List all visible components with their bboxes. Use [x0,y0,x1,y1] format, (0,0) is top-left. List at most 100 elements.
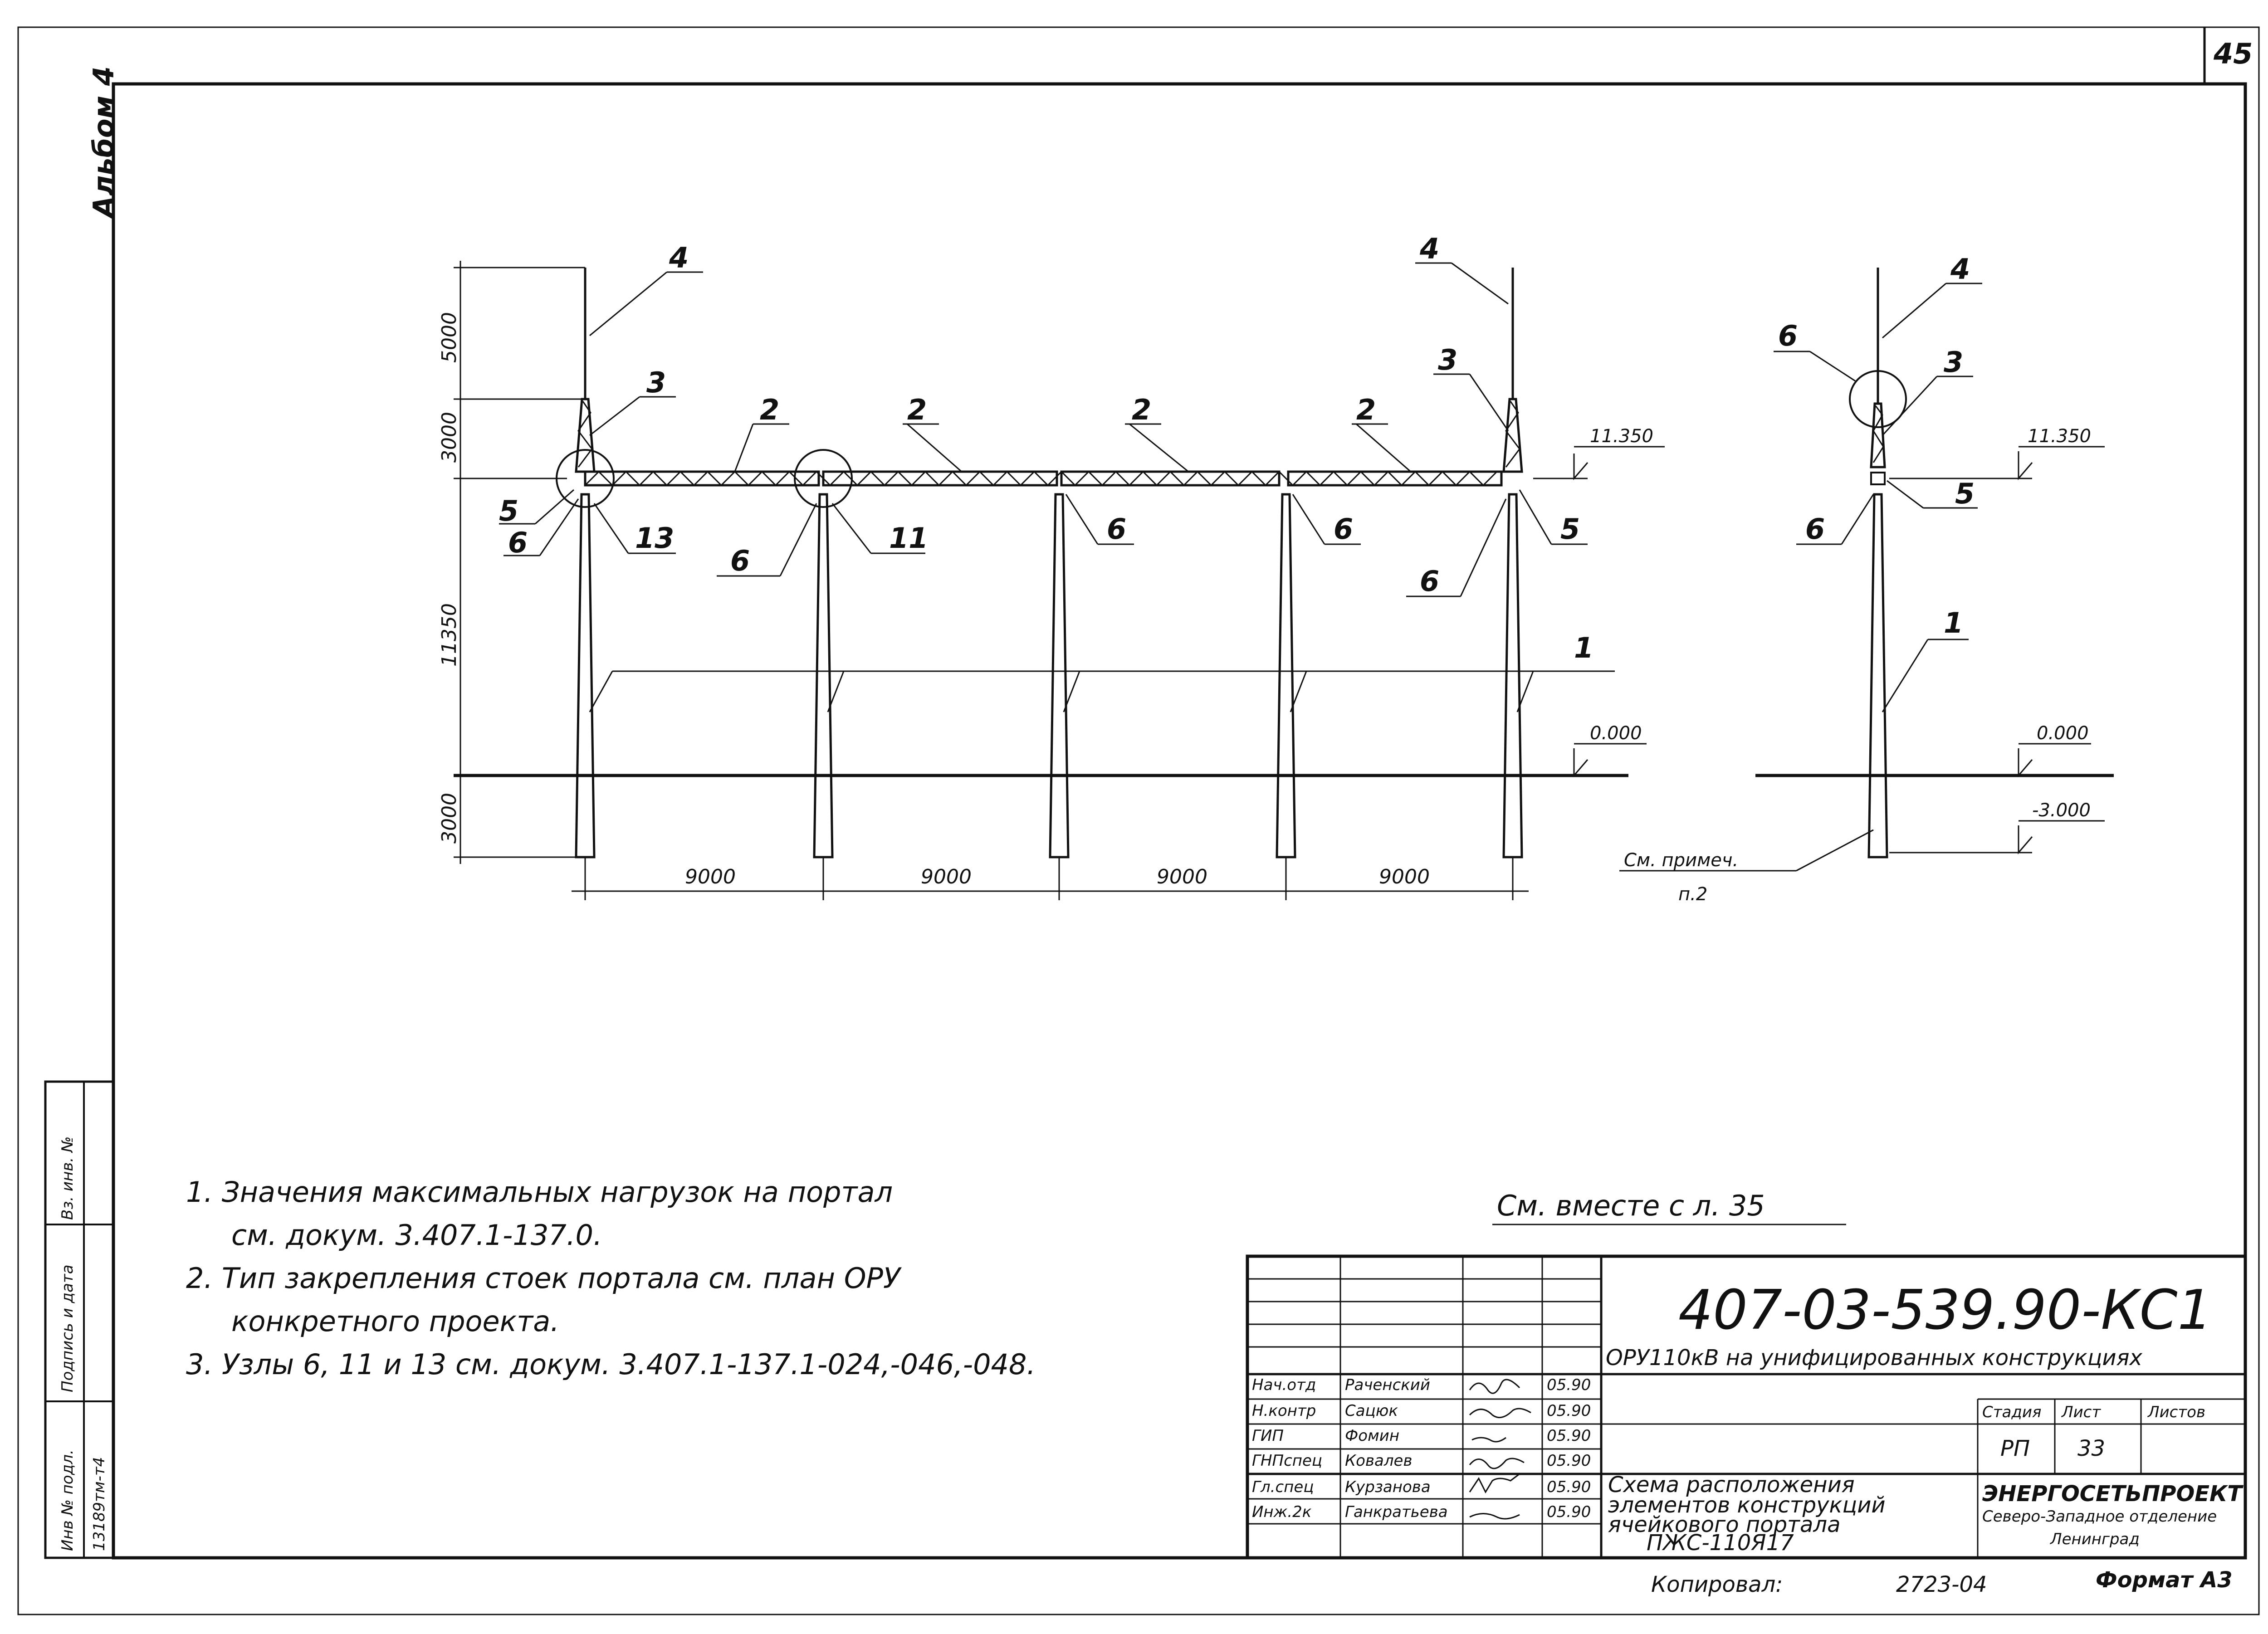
label-node-6-left: 6 [508,526,528,559]
see-also: См. вместе с л. 35 [1497,1189,1765,1222]
leader-11 [831,503,872,554]
stand-5 [1502,493,1523,858]
label-stand: 1 [1574,631,1593,664]
leader-1-b [827,671,845,712]
beam-1 [584,470,820,487]
stand-2 [813,493,834,858]
title-block: 407-03-539.90-КС1 ОРУ110кВ на унифициров… [1246,1254,2247,1560]
tb-sheets-header: Листов [2147,1403,2205,1421]
leader-6-c [1065,494,1099,545]
side-leader-5 [1887,480,1924,509]
trestles [575,398,1523,473]
leader-6-b [779,503,817,576]
leader-6-d [1292,494,1325,545]
outer-frame [17,26,2260,1615]
side-label-node-6-bottom: 6 [1805,512,1825,546]
cross-ref-leader [1796,829,1874,872]
tb-signer-name-6: Ганкратьева [1345,1503,1448,1521]
leader-1-c [1063,671,1080,712]
signature-2 [1469,1408,1531,1419]
label-node-11: 11 [889,522,928,555]
tb-signer-role-2: Н.контр [1252,1402,1316,1420]
order-number: 2723-04 [1896,1572,1987,1597]
tb-sheet: 33 [2077,1436,2105,1461]
label-node-13: 13 [635,522,674,555]
beams [584,470,1503,487]
leader-1-e [1516,671,1534,712]
note-line-5: 3. Узлы 6, 11 и 13 см. докум. 3.407.1-13… [186,1348,1036,1381]
label-node-6-e: 6 [1420,565,1439,598]
leader-4-left [589,271,667,337]
signature-1 [1469,1379,1520,1394]
leader-2b [907,423,962,473]
tb-signer-role-4: ГНПспец [1252,1452,1322,1470]
signature-5 [1469,1473,1520,1494]
leader-5-right [1519,489,1552,545]
side-stamp-col1-value: 13189тм-т4 [90,1457,108,1551]
trestle-left [575,398,596,473]
tb-signer-name-4: Ковалев [1345,1452,1413,1470]
side-stamp-col1: Инв № подл. [59,1449,77,1551]
side-trestle-lattice [1872,405,1884,463]
tb-signer-role-6: Инж.2к [1252,1503,1312,1521]
tb-stage-header: Стадия [1982,1403,2041,1421]
tb-signer-name-1: Раченский [1345,1376,1430,1394]
side-elev-top-label: 11.350 [2028,426,2091,447]
side-stamp: Инв № подл. 13189тм-т4 Подпись и дата Вз… [44,1080,115,1559]
tb-signer-date-3: 05.90 [1547,1427,1591,1445]
title-block-frame [1246,1254,2247,1560]
copied-by: Копировал: [1651,1572,1783,1597]
label-rod-right: 4 [1419,232,1439,265]
stand-3 [1049,493,1070,858]
label-trestle-left: 3 [646,366,666,399]
leader-2a [734,424,754,472]
label-beam-3: 2 [1132,393,1151,426]
beam-4 [1287,470,1503,487]
leader-13 [593,503,629,554]
side-elevation: 4 3 6 5 6 1 11.350 0.000 -3.000 См. прим… [1619,253,2114,905]
tb-signer-role-3: ГИП [1252,1427,1284,1445]
beam-lattice [584,470,1498,487]
trestle-right [1502,398,1523,473]
tb-org-1: ЭНЕРГОСЕТЬПРОЕКТ [1982,1481,2244,1507]
side-leader-6-bottom [1841,494,1874,545]
side-label-node-5: 5 [1955,477,1975,510]
tb-signer-role-5: Гл.спец [1252,1478,1314,1496]
side-label-node-6-top: 6 [1778,319,1798,352]
dim-embed-depth: 3000 [438,793,461,844]
label-beam-2: 2 [907,393,927,426]
tb-signer-date-1: 05.90 [1547,1376,1591,1394]
leader-1-a [589,671,613,712]
tb-signer-role-1: Нач.отд [1252,1376,1316,1394]
side-leader-1 [1882,639,1929,712]
sheet-number: 45 [2213,37,2253,70]
side-label-rod: 4 [1950,253,1970,286]
side-elev-bottom-arrow [2018,825,2033,855]
leader-5-left [535,489,574,525]
tb-signer-date-6: 05.90 [1547,1503,1591,1521]
tb-signer-name-2: Сацюк [1345,1402,1398,1420]
elev-ground-label: 0.000 [1590,723,1642,744]
label-rod-left: 4 [669,241,689,274]
tb-org-2: Северо-Западное отделение [1982,1507,2217,1526]
side-elev-top-arrow [2018,451,2033,481]
leader-6-left [539,498,579,556]
note-line-4: конкретного проекта. [231,1305,559,1338]
label-node-5-left: 5 [499,494,518,527]
stand-4 [1276,493,1296,858]
label-node-6-d: 6 [1334,512,1353,546]
side-stamp-frame [44,1080,115,1559]
signature-4 [1469,1458,1525,1469]
album-label: Альбом 4 [87,66,120,220]
tb-project: ОРУ110кВ на унифицированных конструкциях [1606,1345,2142,1371]
notes: 1. Значения максимальных нагрузок на пор… [186,1176,1036,1381]
tb-title-3: ячейкового портала [1608,1512,1841,1537]
label-trestle-right: 3 [1438,343,1457,376]
leader-2d [1356,423,1411,473]
tb-sheet-header: Лист [2061,1403,2101,1421]
tb-signer-name-3: Фомин [1345,1427,1399,1445]
side-elev-ground-label: 0.000 [2037,723,2089,744]
format-label: Формат А3 [2096,1567,2233,1593]
cross-ref-2: п.2 [1678,884,1707,905]
